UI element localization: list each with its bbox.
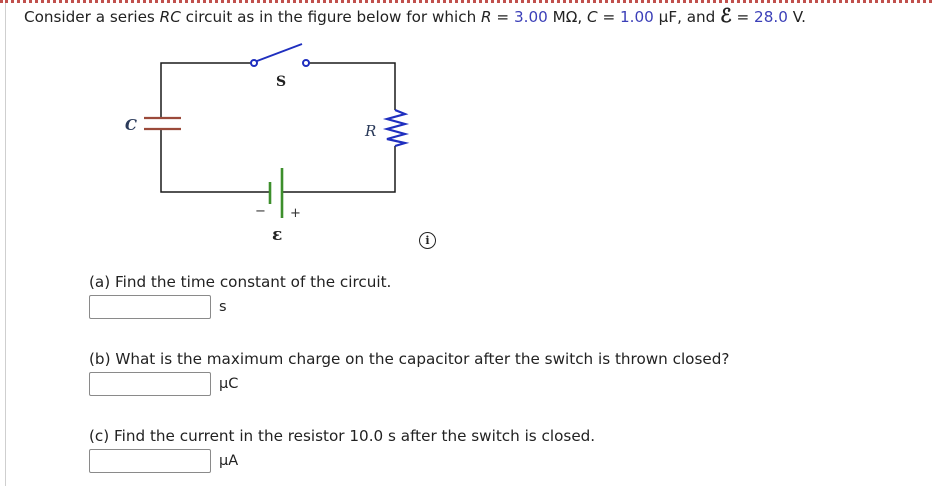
switch-icon — [250, 43, 310, 67]
r-variable: R — [481, 8, 492, 26]
battery-icon — [268, 168, 284, 218]
c-variable: C — [587, 8, 598, 26]
battery-minus-label: − — [255, 204, 266, 219]
stem-text: circuit as in the figure below for which — [180, 8, 482, 26]
question-b-text: (b) What is the maximum charge on the ca… — [89, 350, 730, 368]
question-a-answer-row: s — [89, 294, 227, 320]
equals-sign: = — [731, 8, 755, 26]
top-dotted-border — [0, 0, 932, 3]
switch-label: S — [276, 74, 286, 90]
resistance-unit: MΩ, — [547, 8, 588, 26]
question-c-text: (c) Find the current in the resistor 10.… — [89, 427, 596, 445]
battery-plus-label: + — [290, 206, 301, 221]
capacitor-label: C — [125, 116, 137, 134]
resistor-current-unit: μA — [219, 453, 239, 469]
emf-symbol: ℰ — [720, 5, 732, 27]
emf-unit: V. — [787, 8, 806, 26]
capacitor-icon — [144, 116, 181, 131]
left-margin-rule — [5, 3, 6, 486]
equals-sign: = — [597, 8, 621, 26]
time-constant-input[interactable] — [89, 295, 211, 319]
resistor-icon — [382, 108, 410, 148]
time-constant-unit: s — [219, 299, 227, 315]
max-charge-unit: μC — [219, 376, 239, 392]
question-c-answer-row: μA — [89, 448, 238, 474]
info-icon[interactable]: i — [419, 232, 436, 249]
resistance-value: 3.00 — [513, 8, 548, 26]
question-a-text: (a) Find the time constant of the circui… — [89, 273, 392, 291]
emf-label: ε — [272, 225, 282, 245]
capacitance-unit: μF, and — [653, 8, 721, 26]
question-b-answer-row: μC — [89, 371, 238, 397]
problem-statement: Consider a series RC circuit as in the f… — [24, 6, 806, 27]
emf-value: 28.0 — [754, 8, 788, 26]
resistor-current-input[interactable] — [89, 449, 211, 473]
stem-text: Consider a series — [24, 8, 160, 26]
circuit-wires — [160, 62, 396, 193]
equals-sign: = — [491, 8, 514, 26]
rc-variable: RC — [159, 8, 181, 26]
capacitance-value: 1.00 — [620, 8, 654, 26]
max-charge-input[interactable] — [89, 372, 211, 396]
rc-circuit-diagram: S C R − + ε — [125, 43, 410, 245]
resistor-label: R — [364, 122, 376, 140]
